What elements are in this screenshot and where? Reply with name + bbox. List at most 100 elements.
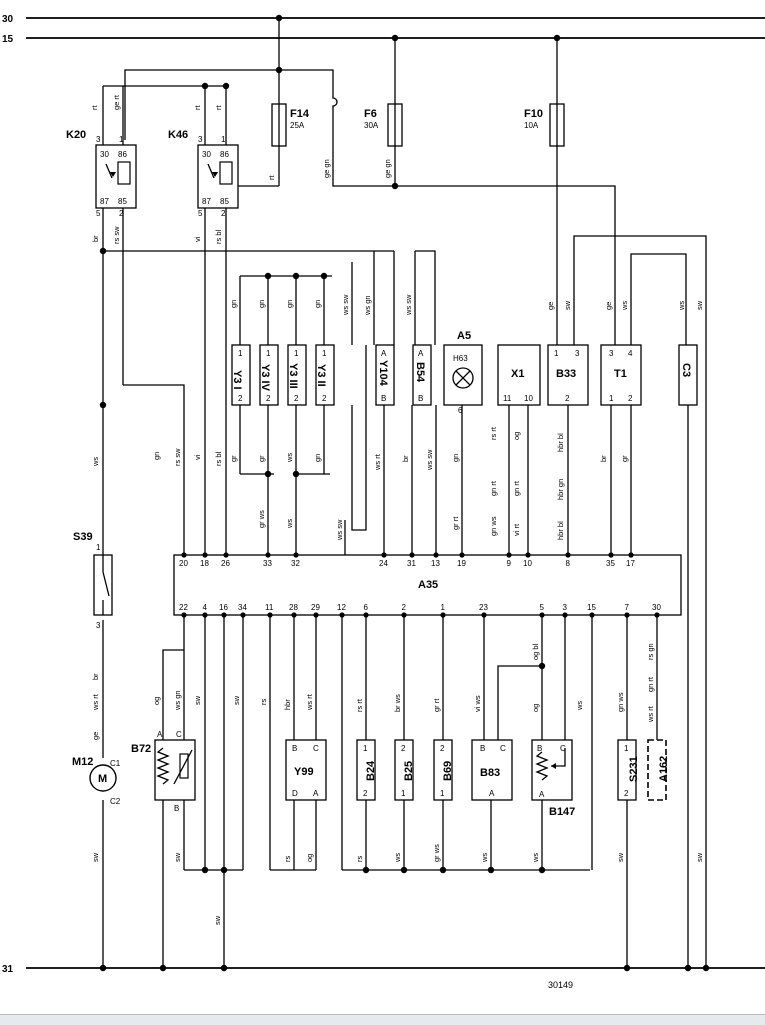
svg-text:B: B xyxy=(381,394,386,403)
svg-text:1: 1 xyxy=(322,349,327,358)
a35-bottom-pin-15-node xyxy=(589,612,595,618)
wc-grws-33: gr ws xyxy=(257,510,266,528)
wc-y104-wsrt: ws rt xyxy=(373,453,382,471)
wc-b24-rs: rs xyxy=(355,856,364,862)
wc-a5-gn: gn xyxy=(451,454,460,462)
svg-text:1: 1 xyxy=(609,394,614,403)
a35-bottom-pin-1: 1 xyxy=(441,603,446,612)
a35-bottom-pin-22-node xyxy=(181,612,187,618)
component-B33-label: B33 xyxy=(556,368,576,380)
svg-text:1: 1 xyxy=(363,744,368,753)
a35-bottom-pin-30: 30 xyxy=(652,603,661,612)
component-A162: A162 xyxy=(647,739,670,801)
a35-top-pin-26: 26 xyxy=(221,559,230,568)
component-B25: B25 21 xyxy=(394,739,415,801)
svg-text:A: A xyxy=(381,349,387,358)
a35-bottom-pin-3: 3 xyxy=(563,603,568,612)
a35-top-pin-19: 19 xyxy=(457,559,466,568)
a35-bottom-pin-28: 28 xyxy=(289,603,298,612)
svg-text:2: 2 xyxy=(401,744,406,753)
svg-text:2: 2 xyxy=(238,394,243,403)
component-B54-label: B54 xyxy=(414,362,426,383)
wc-b25-ws: ws xyxy=(393,853,402,863)
svg-text:M: M xyxy=(98,773,107,785)
injector-Y3-I: Y3 I 12 xyxy=(231,344,251,406)
junction-dots xyxy=(99,14,710,972)
wc-b25-brws: br ws xyxy=(393,694,402,712)
wc-t1-br: br xyxy=(599,455,608,462)
injector-Y3-I-label: Y3 I xyxy=(231,370,243,390)
a35-bottom-pin-2: 2 xyxy=(402,603,407,612)
wc-s39-wsrt: ws rt xyxy=(91,693,100,711)
component-C3-label: C3 xyxy=(680,363,692,377)
diagram-number: 30149 xyxy=(548,980,573,990)
wc-k46-rsbl: rs bl xyxy=(214,229,223,244)
wc-t1-ws: ws xyxy=(620,301,629,311)
svg-text:A: A xyxy=(539,790,545,799)
wc-k46-vi: vi xyxy=(193,236,202,242)
wc-b24-rsrt: rs rt xyxy=(355,698,364,712)
svg-text:4: 4 xyxy=(628,349,633,358)
wc-gn-left: gn xyxy=(152,452,161,460)
svg-text:C: C xyxy=(313,744,319,753)
a35-top-pin-9-node xyxy=(506,552,512,558)
a35-bottom-pin-12-node xyxy=(339,612,345,618)
wc-x1-gnrt: gn rt xyxy=(489,480,498,496)
a35-bottom-pin-22: 22 xyxy=(179,603,188,612)
component-B25-label: B25 xyxy=(403,761,415,781)
component-A5-label: A5 xyxy=(457,330,471,342)
wc-a5-grrt: gr rt xyxy=(451,516,460,530)
wc-y99-rs: rs xyxy=(283,856,292,862)
a35-bottom-pin-4: 4 xyxy=(203,603,208,612)
wc-y99-hbr: hbr xyxy=(283,699,292,710)
svg-text:85: 85 xyxy=(220,197,229,206)
injector-Y3-IV: Y3 IV 12 xyxy=(259,344,279,406)
a35-bottom-pin-29: 29 xyxy=(311,603,320,612)
svg-text:B: B xyxy=(174,804,179,813)
a35-bottom-pin-6-node xyxy=(363,612,369,618)
wc-b54-br: br xyxy=(401,455,410,462)
wc-s39-br: br xyxy=(91,673,100,680)
fuse-F10-rating: 10A xyxy=(524,121,539,130)
wc-sw-34: sw xyxy=(232,695,241,705)
svg-text:10: 10 xyxy=(524,394,533,403)
a35-bottom-pin-1-node xyxy=(440,612,446,618)
injector-Y3-IV-label: Y3 IV xyxy=(259,364,271,392)
svg-text:D: D xyxy=(292,789,298,798)
wc-rssw-a35: rs sw xyxy=(173,448,182,466)
a35-bottom-pin-7: 7 xyxy=(625,603,630,612)
component-B24: B24 12 xyxy=(356,739,377,801)
component-Y99-label: Y99 xyxy=(294,766,314,778)
svg-text:2: 2 xyxy=(322,394,327,403)
a35-bottom-pin-29-node xyxy=(313,612,319,618)
a35-top-pin-19-node xyxy=(459,552,465,558)
svg-text:1: 1 xyxy=(554,349,559,358)
a35-top-pin-33-node xyxy=(265,552,271,558)
wc-s231-sw: sw xyxy=(616,852,625,862)
component-B54: B54 AB xyxy=(412,344,432,406)
wc-x1-og: og xyxy=(512,432,521,440)
bus-label-30: 30 xyxy=(2,14,14,25)
wc-c3-ws: ws xyxy=(677,301,686,311)
wc-y3iii-ws: ws xyxy=(285,453,294,463)
a35-top-pin-31-node xyxy=(409,552,415,558)
svg-text:C1: C1 xyxy=(110,759,121,768)
a35-bottom-pin-23-node xyxy=(481,612,487,618)
injector-Y3-III-label: Y3 III xyxy=(287,363,299,389)
wc-b72-sw: sw xyxy=(173,852,182,862)
svg-text:6: 6 xyxy=(458,406,463,415)
svg-text:30: 30 xyxy=(202,150,211,159)
wc-rsgn: rs gn xyxy=(646,643,655,660)
a35-bottom-pin-5-node xyxy=(539,612,545,618)
wc-s39-ws: ws xyxy=(91,457,100,467)
svg-text:1: 1 xyxy=(440,789,445,798)
a35-top-pin-13-node xyxy=(433,552,439,558)
a35-bottom-pin-28-node xyxy=(291,612,297,618)
a35-top-pin-10: 10 xyxy=(523,559,532,568)
